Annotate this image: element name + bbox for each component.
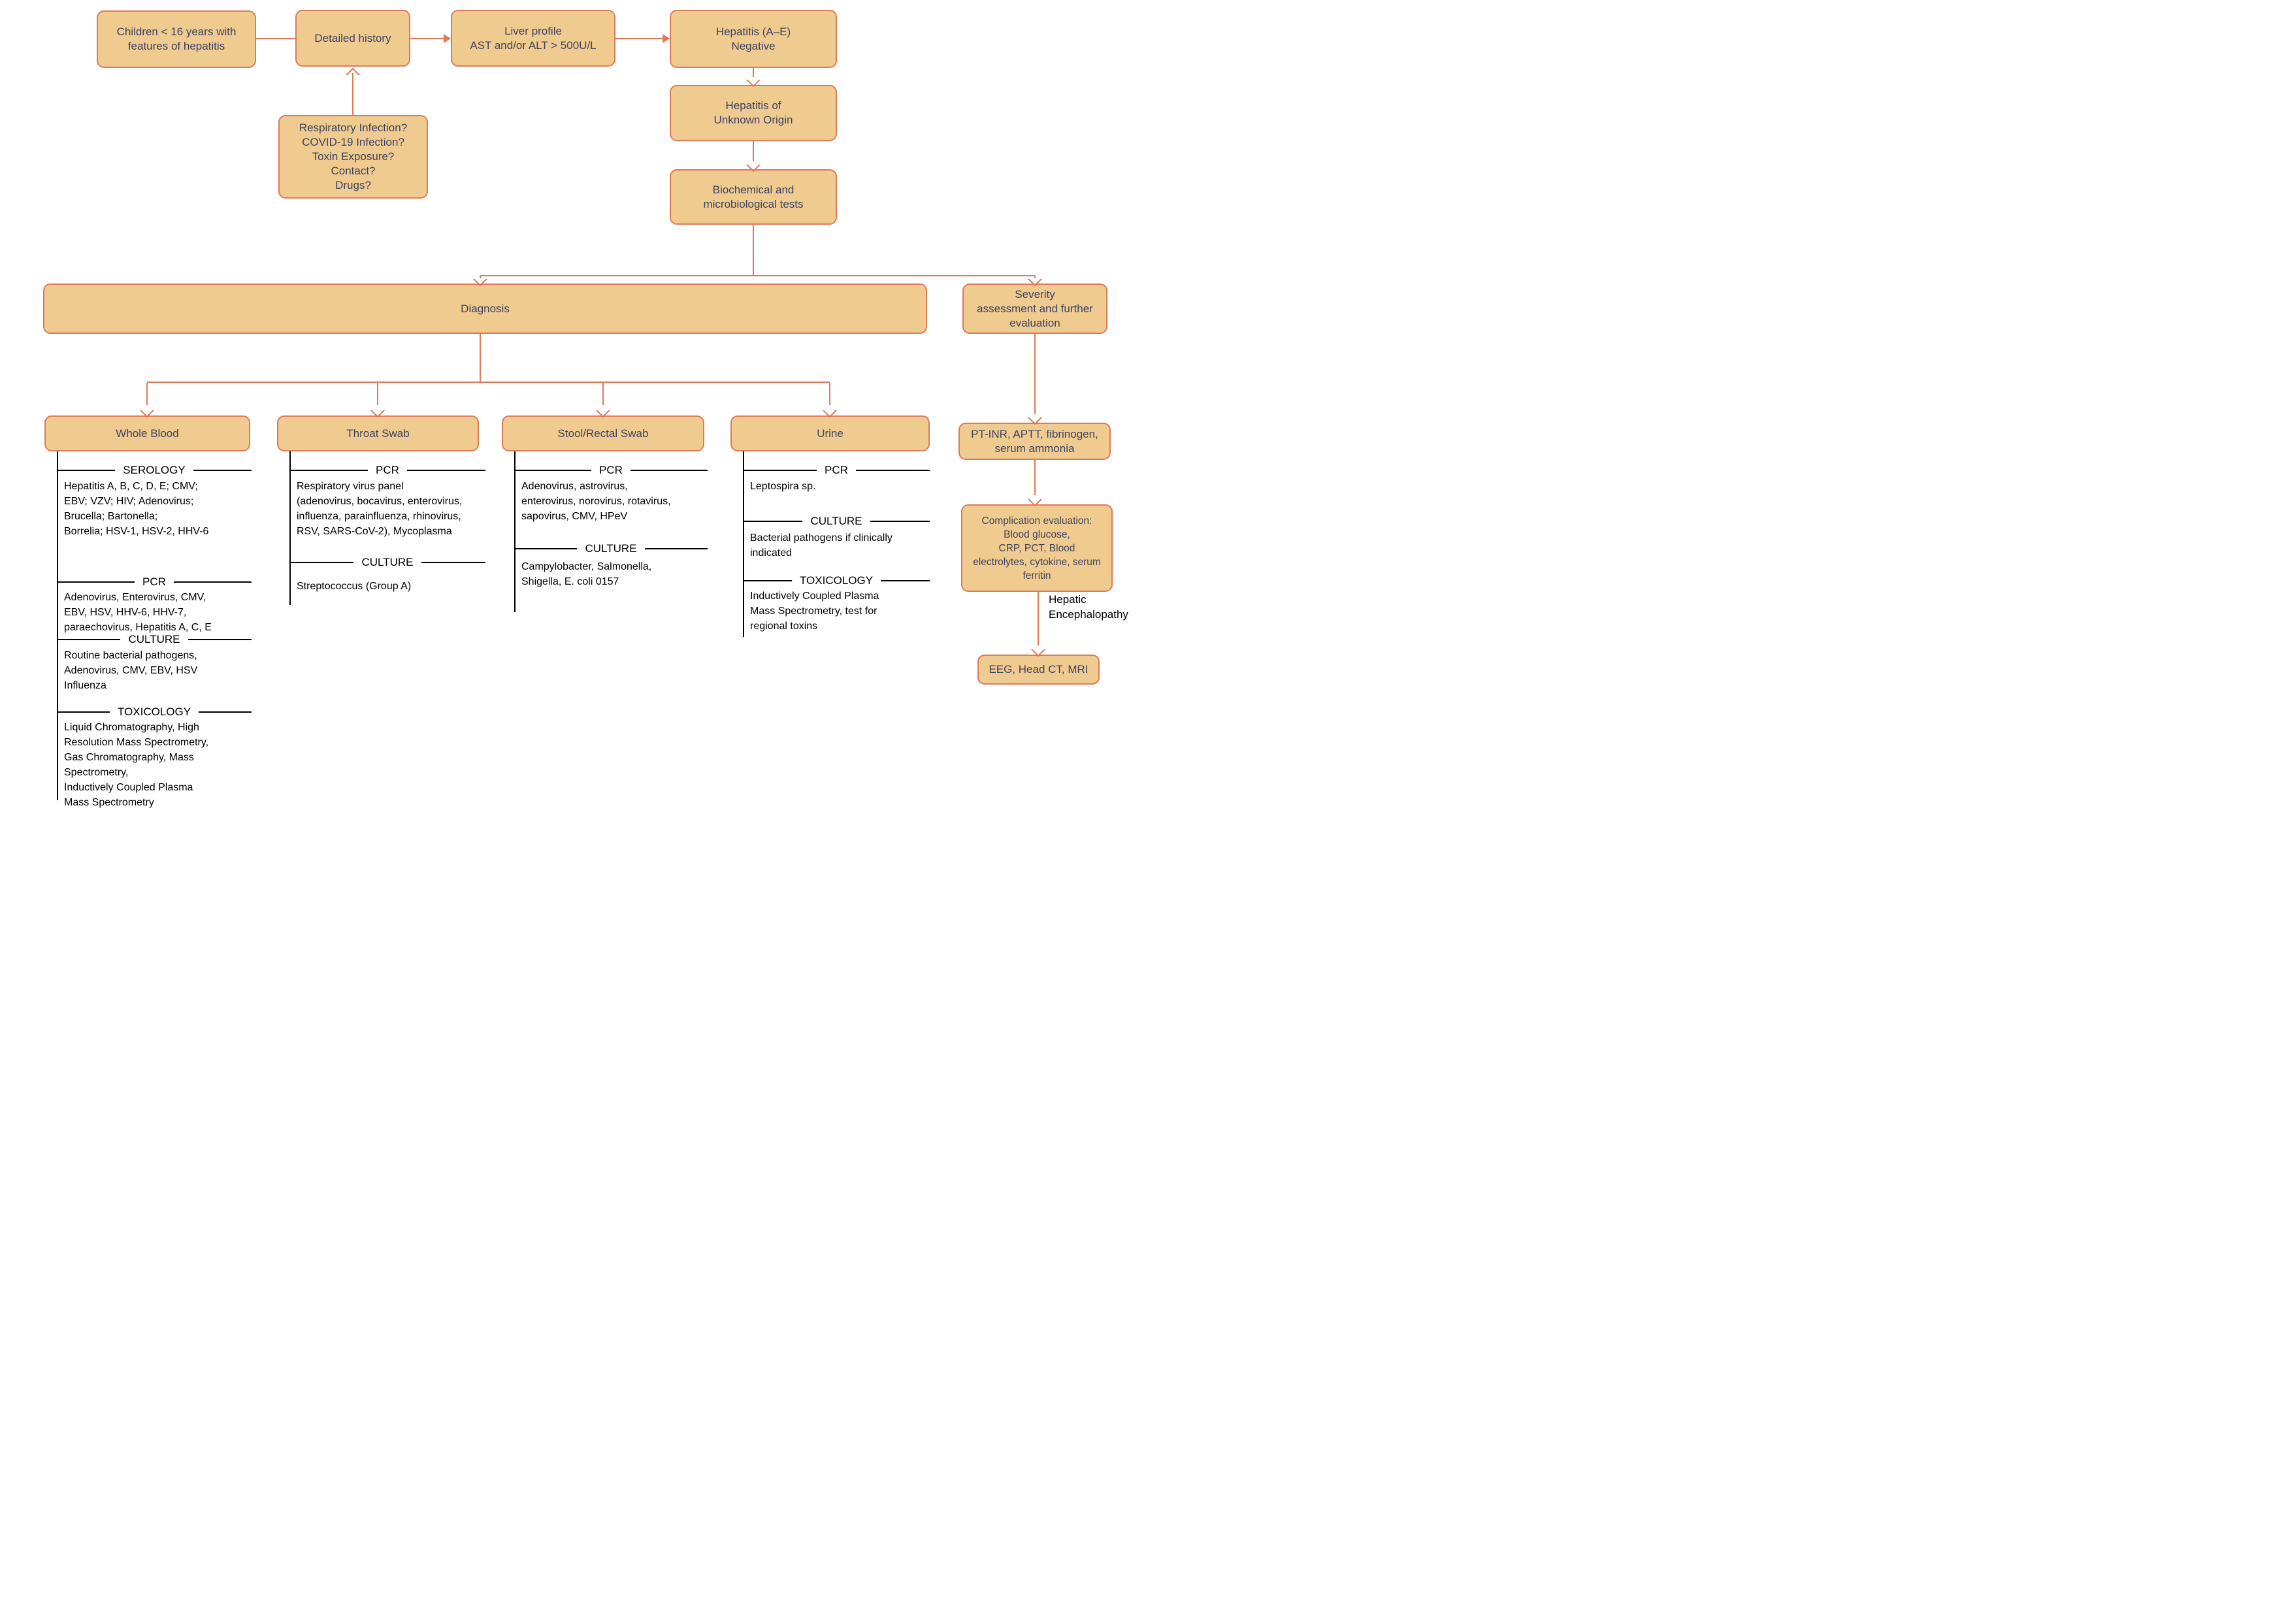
section-label: PCR (825, 464, 848, 476)
section-label: CULTURE (128, 633, 180, 645)
section-text-wholeblood-pcr: Adenovirus, Enterovirus, CMV, EBV, HSV, … (64, 592, 212, 633)
section-header-stool-culture: CULTURE (514, 542, 708, 556)
node-liver-profile: Liver profile AST and/or ALT > 500U/L (451, 10, 615, 67)
connector-questions-history (352, 73, 353, 115)
spine-stool-swab (514, 451, 516, 612)
node-hepatitis-ae-negative: Hepatitis (A–E) Negative (670, 10, 837, 68)
section-header-wholeblood-serology: SEROLOGY (57, 463, 252, 478)
connector-coagulation-complication (1034, 460, 1036, 495)
section-label: CULTURE (361, 556, 414, 568)
section-header-urine-culture: CULTURE (743, 514, 930, 528)
flowchart-canvas: Children < 16 years with features of hep… (0, 0, 1146, 812)
connector-branch-diagnosis (480, 276, 481, 278)
arrowhead-right-icon (663, 34, 670, 43)
section-header-stool-pcr: PCR (514, 463, 708, 478)
section-text-wholeblood-serology: Hepatitis A, B, C, D, E; CMV; EBV; VZV; … (64, 481, 209, 537)
connector-branch-severity (1034, 276, 1036, 278)
section-label: CULTURE (810, 515, 862, 527)
section-header-wholeblood-pcr: PCR (57, 575, 252, 589)
connector-branch-stool (602, 383, 604, 405)
connector-branch-urine (829, 383, 830, 405)
section-label: TOXICOLOGY (117, 706, 191, 718)
node-biochemical-tests: Biochemical and microbiological tests (670, 169, 837, 225)
section-label: TOXICOLOGY (799, 574, 874, 587)
section-text-wholeblood-culture: Routine bacterial pathogens, Adenovirus,… (64, 650, 198, 691)
arrowhead-up-icon (345, 67, 361, 83)
connector-biochem-branch (753, 225, 754, 276)
connector-unknown-biochem (753, 141, 754, 161)
section-text-stool-culture: Campylobacter, Salmonella, Shigella, E. … (521, 561, 652, 587)
section-text-urine-pcr: Leptospira sp. (750, 481, 816, 492)
connector-branch-wholeblood (146, 383, 148, 405)
node-urine: Urine (730, 415, 930, 451)
node-throat-swab: Throat Swab (277, 415, 479, 451)
node-eeg-imaging: EEG, Head CT, MRI (977, 655, 1100, 685)
node-hepatitis-unknown-origin: Hepatitis of Unknown Origin (670, 85, 837, 141)
branch-line-specimens (147, 382, 830, 383)
connector-children-history (256, 38, 295, 39)
spine-urine (743, 451, 744, 637)
connector-hepae-unknown (753, 68, 754, 77)
node-complication-evaluation: Complication evaluation: Blood glucose, … (961, 504, 1113, 592)
connector-branch-throat (377, 383, 378, 405)
section-text-wholeblood-toxicology: Liquid Chromatography, High Resolution M… (64, 722, 209, 808)
section-text-throat-culture: Streptococcus (Group A) (297, 581, 412, 592)
connector-liver-hepae (615, 38, 663, 39)
node-stool-rectal-swab: Stool/Rectal Swab (502, 415, 704, 451)
node-whole-blood: Whole Blood (44, 415, 250, 451)
section-label: PCR (599, 464, 623, 476)
section-header-urine-pcr: PCR (743, 463, 930, 478)
section-label: PCR (376, 464, 399, 476)
connector-complication-eeg (1038, 592, 1039, 645)
section-text-urine-culture: Bacterial pathogens if clinically indica… (750, 532, 892, 559)
section-header-throat-culture: CULTURE (289, 555, 485, 570)
hepatic-encephalopathy-label: Hepatic Encephalopathy (1049, 593, 1128, 621)
section-label: CULTURE (585, 542, 637, 555)
connector-severity-coagulation (1034, 334, 1036, 414)
section-header-throat-pcr: PCR (289, 463, 485, 478)
spine-whole-blood (57, 451, 58, 800)
node-detailed-history: Detailed history (295, 10, 410, 67)
section-text-stool-pcr: Adenovirus, astrovirus, enterovirus, nor… (521, 481, 671, 522)
connector-history-liver (410, 38, 444, 39)
connector-diagnosis-branch (480, 334, 481, 383)
section-header-wholeblood-culture: CULTURE (57, 632, 252, 647)
node-diagnosis: Diagnosis (43, 284, 927, 334)
section-label: PCR (142, 576, 166, 588)
spine-throat-swab (289, 451, 291, 605)
section-text-urine-toxicology: Inductively Coupled Plasma Mass Spectrom… (750, 591, 879, 632)
arrowhead-right-icon (444, 34, 451, 43)
node-children-criteria: Children < 16 years with features of hep… (97, 10, 256, 68)
node-coagulation-panel: PT-INR, APTT, fibrinogen, serum ammonia (958, 423, 1111, 460)
section-label: SEROLOGY (123, 464, 186, 476)
section-header-urine-toxicology: TOXICOLOGY (743, 574, 930, 588)
node-severity-assessment: Severity assessment and further evaluati… (962, 284, 1107, 334)
branch-line-diagnosis-severity (480, 275, 1035, 276)
section-text-throat-pcr: Respiratory virus panel (adenovirus, boc… (297, 481, 463, 537)
section-header-wholeblood-toxicology: TOXICOLOGY (57, 705, 252, 719)
node-history-questions: Respiratory Infection? COVID-19 Infectio… (278, 115, 428, 199)
